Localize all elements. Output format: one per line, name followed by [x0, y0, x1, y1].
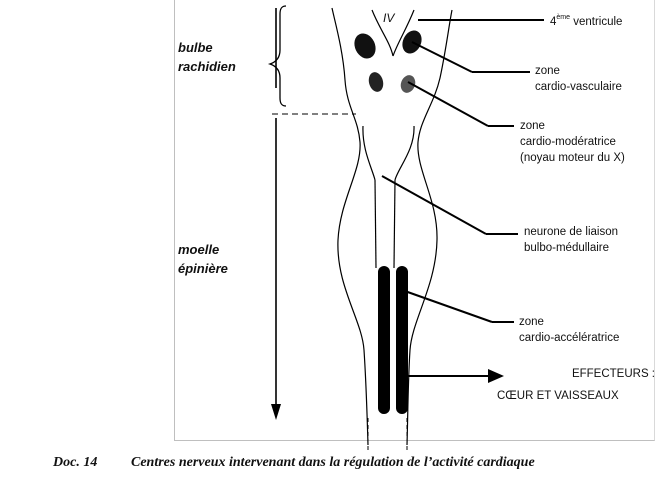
spinal-cord-outline [331, 7, 453, 446]
ventricule-num: 4 [550, 16, 557, 28]
effecteurs-line1: EFFECTEURS : [571, 368, 655, 380]
annotation-4e-ventricule: 4ème ventricule [550, 10, 622, 30]
region-label-moelle: moelle épinière [178, 240, 228, 278]
region-label-bulbe: bulbe rachidien [178, 38, 236, 76]
annotation-cardio-vasculaire: zone cardio-vasculaire [535, 63, 622, 95]
cardio-mod-line2: cardio-modératrice [520, 136, 616, 148]
moelle-line2: épinière [178, 261, 228, 276]
cardio-mod-line3: (noyau moteur du X) [520, 152, 625, 164]
leader-lines [381, 19, 544, 377]
annotation-cardio-acceleratrice: zone cardio-accélératrice [519, 314, 619, 346]
cardio-acceleratrice-column-right [396, 266, 408, 414]
moelle-line1: moelle [178, 242, 220, 257]
cardio-vasculaire-nucleus-left [354, 33, 376, 59]
cardio-vasc-line1: zone [535, 65, 560, 77]
ventricule-text: ventricule [573, 16, 623, 28]
cardio-acceleratrice-column-left [378, 266, 390, 414]
annotation-neurone-liaison: neurone de liaison bulbo-médullaire [524, 224, 618, 256]
bulbe-line2: rachidien [178, 59, 236, 74]
axis-arrowhead [271, 404, 281, 420]
cord-continuation [367, 418, 408, 450]
effecteurs-line2: CŒUR ET VAISSEAUX [497, 390, 619, 402]
figure-frame [174, 0, 655, 441]
annotation-effecteurs: EFFECTEURS : [525, 366, 655, 382]
cardio-vasc-line2: cardio-vasculaire [535, 81, 622, 93]
cardio-acc-line2: cardio-accélératrice [519, 332, 620, 344]
annotation-effecteurs-2: CŒUR ET VAISSEAUX [497, 388, 619, 404]
cardio-mod-line1: zone [520, 120, 545, 132]
cardio-moderatrice-nucleus-left [368, 72, 384, 92]
cardio-acc-line1: zone [519, 316, 544, 328]
effecteurs-arrowhead [488, 369, 504, 383]
annotation-cardio-moderatrice: zone cardio-modératrice (noyau moteur du… [520, 118, 625, 166]
ventricule-sup: ème [556, 14, 571, 21]
neurone-line1: neurone de liaison [524, 226, 618, 238]
cardio-moderatrice-nucleus-right [400, 75, 416, 93]
bulbe-line1: bulbe [178, 40, 213, 55]
caption-text: Centres nerveux intervenant dans la régu… [131, 455, 535, 470]
ventricle-numeral: IV [383, 11, 395, 25]
caption-number: Doc. 14 [53, 455, 98, 470]
bulbe-brace [267, 5, 287, 107]
neurone-line2: bulbo-médullaire [524, 242, 610, 254]
